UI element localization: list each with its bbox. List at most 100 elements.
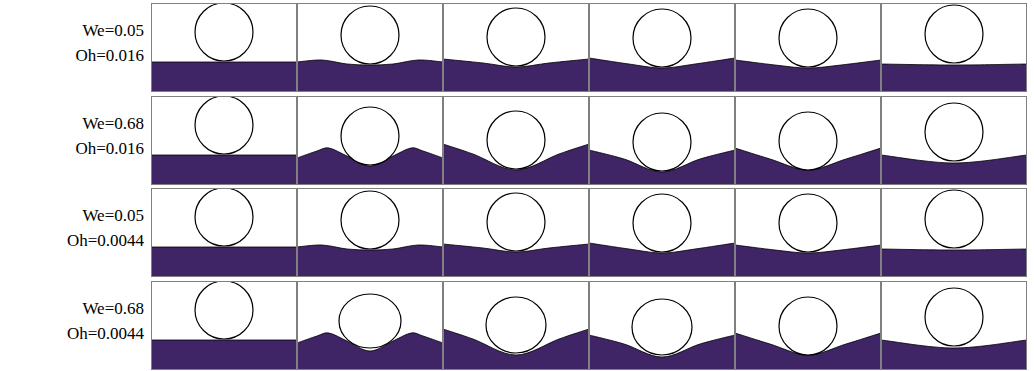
drop-outline — [779, 194, 837, 252]
drop-outline — [341, 107, 399, 165]
panel-content — [735, 96, 881, 185]
panel-frame — [736, 282, 881, 370]
snapshot-panel — [297, 3, 443, 94]
panel-content — [735, 3, 881, 92]
panel-content — [151, 96, 297, 185]
parameter-label: Oh=0.016 — [75, 46, 144, 66]
parameter-label: Oh=0.0044 — [67, 231, 144, 251]
panel-content — [443, 281, 589, 370]
panel-content — [443, 96, 589, 185]
drop-outline — [341, 191, 399, 249]
snapshot-panel — [589, 3, 735, 94]
drop-outline — [487, 8, 545, 66]
panel-frame — [444, 97, 589, 185]
panel-frame — [882, 4, 1027, 92]
snapshot-panel — [589, 281, 735, 371]
parameter-label: We=0.68 — [82, 299, 144, 319]
panel-frame — [882, 282, 1027, 370]
drop-outline — [486, 297, 546, 353]
snapshot-panel — [297, 96, 443, 187]
snapshot-panel — [151, 188, 297, 279]
drop-outline — [487, 111, 545, 169]
drop-outline — [925, 288, 983, 346]
panel-content — [151, 188, 297, 277]
liquid-bath — [151, 340, 297, 370]
snapshot-panel — [443, 3, 589, 94]
snapshot-panel — [735, 188, 881, 279]
panel-frame — [152, 4, 297, 92]
panel-frame — [298, 189, 443, 277]
panel-content — [589, 3, 735, 92]
panel-frame — [152, 97, 297, 185]
panel-frame — [882, 97, 1027, 185]
drop-outline — [195, 281, 253, 339]
snapshot-panel — [151, 96, 297, 187]
parameter-label: We=0.05 — [82, 21, 144, 41]
snapshot-panel — [443, 281, 589, 371]
drop-outline — [195, 188, 253, 246]
drop-outline — [779, 112, 837, 170]
drop-outline — [633, 113, 691, 171]
panel-content — [881, 96, 1027, 185]
drop-outline — [339, 294, 401, 348]
snapshot-panel — [881, 188, 1027, 279]
snapshot-panel — [881, 281, 1027, 371]
panel-frame — [152, 282, 297, 370]
drop-outline — [341, 6, 399, 64]
panel-frame — [590, 4, 735, 92]
panel-content — [151, 281, 297, 370]
drop-outline — [779, 297, 837, 355]
panel-content — [443, 188, 589, 277]
panel-content — [443, 3, 589, 92]
panel-frame — [444, 4, 589, 92]
liquid-bath — [297, 245, 443, 277]
panel-frame — [590, 97, 735, 185]
panel-content — [297, 188, 443, 277]
panel-frame — [736, 189, 881, 277]
liquid-bath — [151, 247, 297, 277]
snapshot-panel — [297, 188, 443, 279]
drop-outline — [195, 96, 253, 154]
snapshot-panel — [735, 96, 881, 187]
parameter-label: Oh=0.0044 — [67, 324, 144, 344]
panel-content — [881, 188, 1027, 277]
snapshot-panel — [151, 3, 297, 94]
drop-outline — [632, 299, 692, 355]
parameter-label: Oh=0.016 — [75, 139, 144, 159]
drop-outline — [779, 9, 837, 67]
drop-outline — [633, 194, 691, 252]
liquid-bath — [297, 60, 443, 92]
panel-frame — [444, 189, 589, 277]
panel-content — [589, 281, 735, 370]
snapshot-panel — [443, 96, 589, 187]
snapshot-panel — [735, 281, 881, 371]
liquid-bath — [881, 64, 1027, 92]
panel-content — [589, 188, 735, 277]
drop-outline — [633, 9, 691, 67]
panel-frame — [298, 97, 443, 185]
snapshot-panel — [443, 188, 589, 279]
parameter-label: We=0.05 — [82, 206, 144, 226]
panel-frame — [444, 282, 589, 370]
panel-frame — [298, 4, 443, 92]
snapshot-panel — [589, 188, 735, 279]
panel-content — [297, 281, 443, 370]
panel-content — [735, 281, 881, 370]
drop-outline — [195, 3, 253, 61]
snapshot-panel — [881, 96, 1027, 187]
snapshot-panel — [881, 3, 1027, 94]
panel-content — [297, 3, 443, 92]
panel-frame — [590, 282, 735, 370]
panel-frame — [152, 189, 297, 277]
panel-content — [589, 96, 735, 185]
parameter-label: We=0.68 — [82, 114, 144, 134]
snapshot-panel — [151, 281, 297, 371]
liquid-bath — [881, 249, 1027, 277]
drop-outline — [487, 193, 545, 251]
drop-outline — [925, 190, 983, 248]
snapshot-panel — [589, 96, 735, 187]
snapshot-panel — [735, 3, 881, 94]
panel-frame — [590, 189, 735, 277]
panel-frame — [736, 97, 881, 185]
